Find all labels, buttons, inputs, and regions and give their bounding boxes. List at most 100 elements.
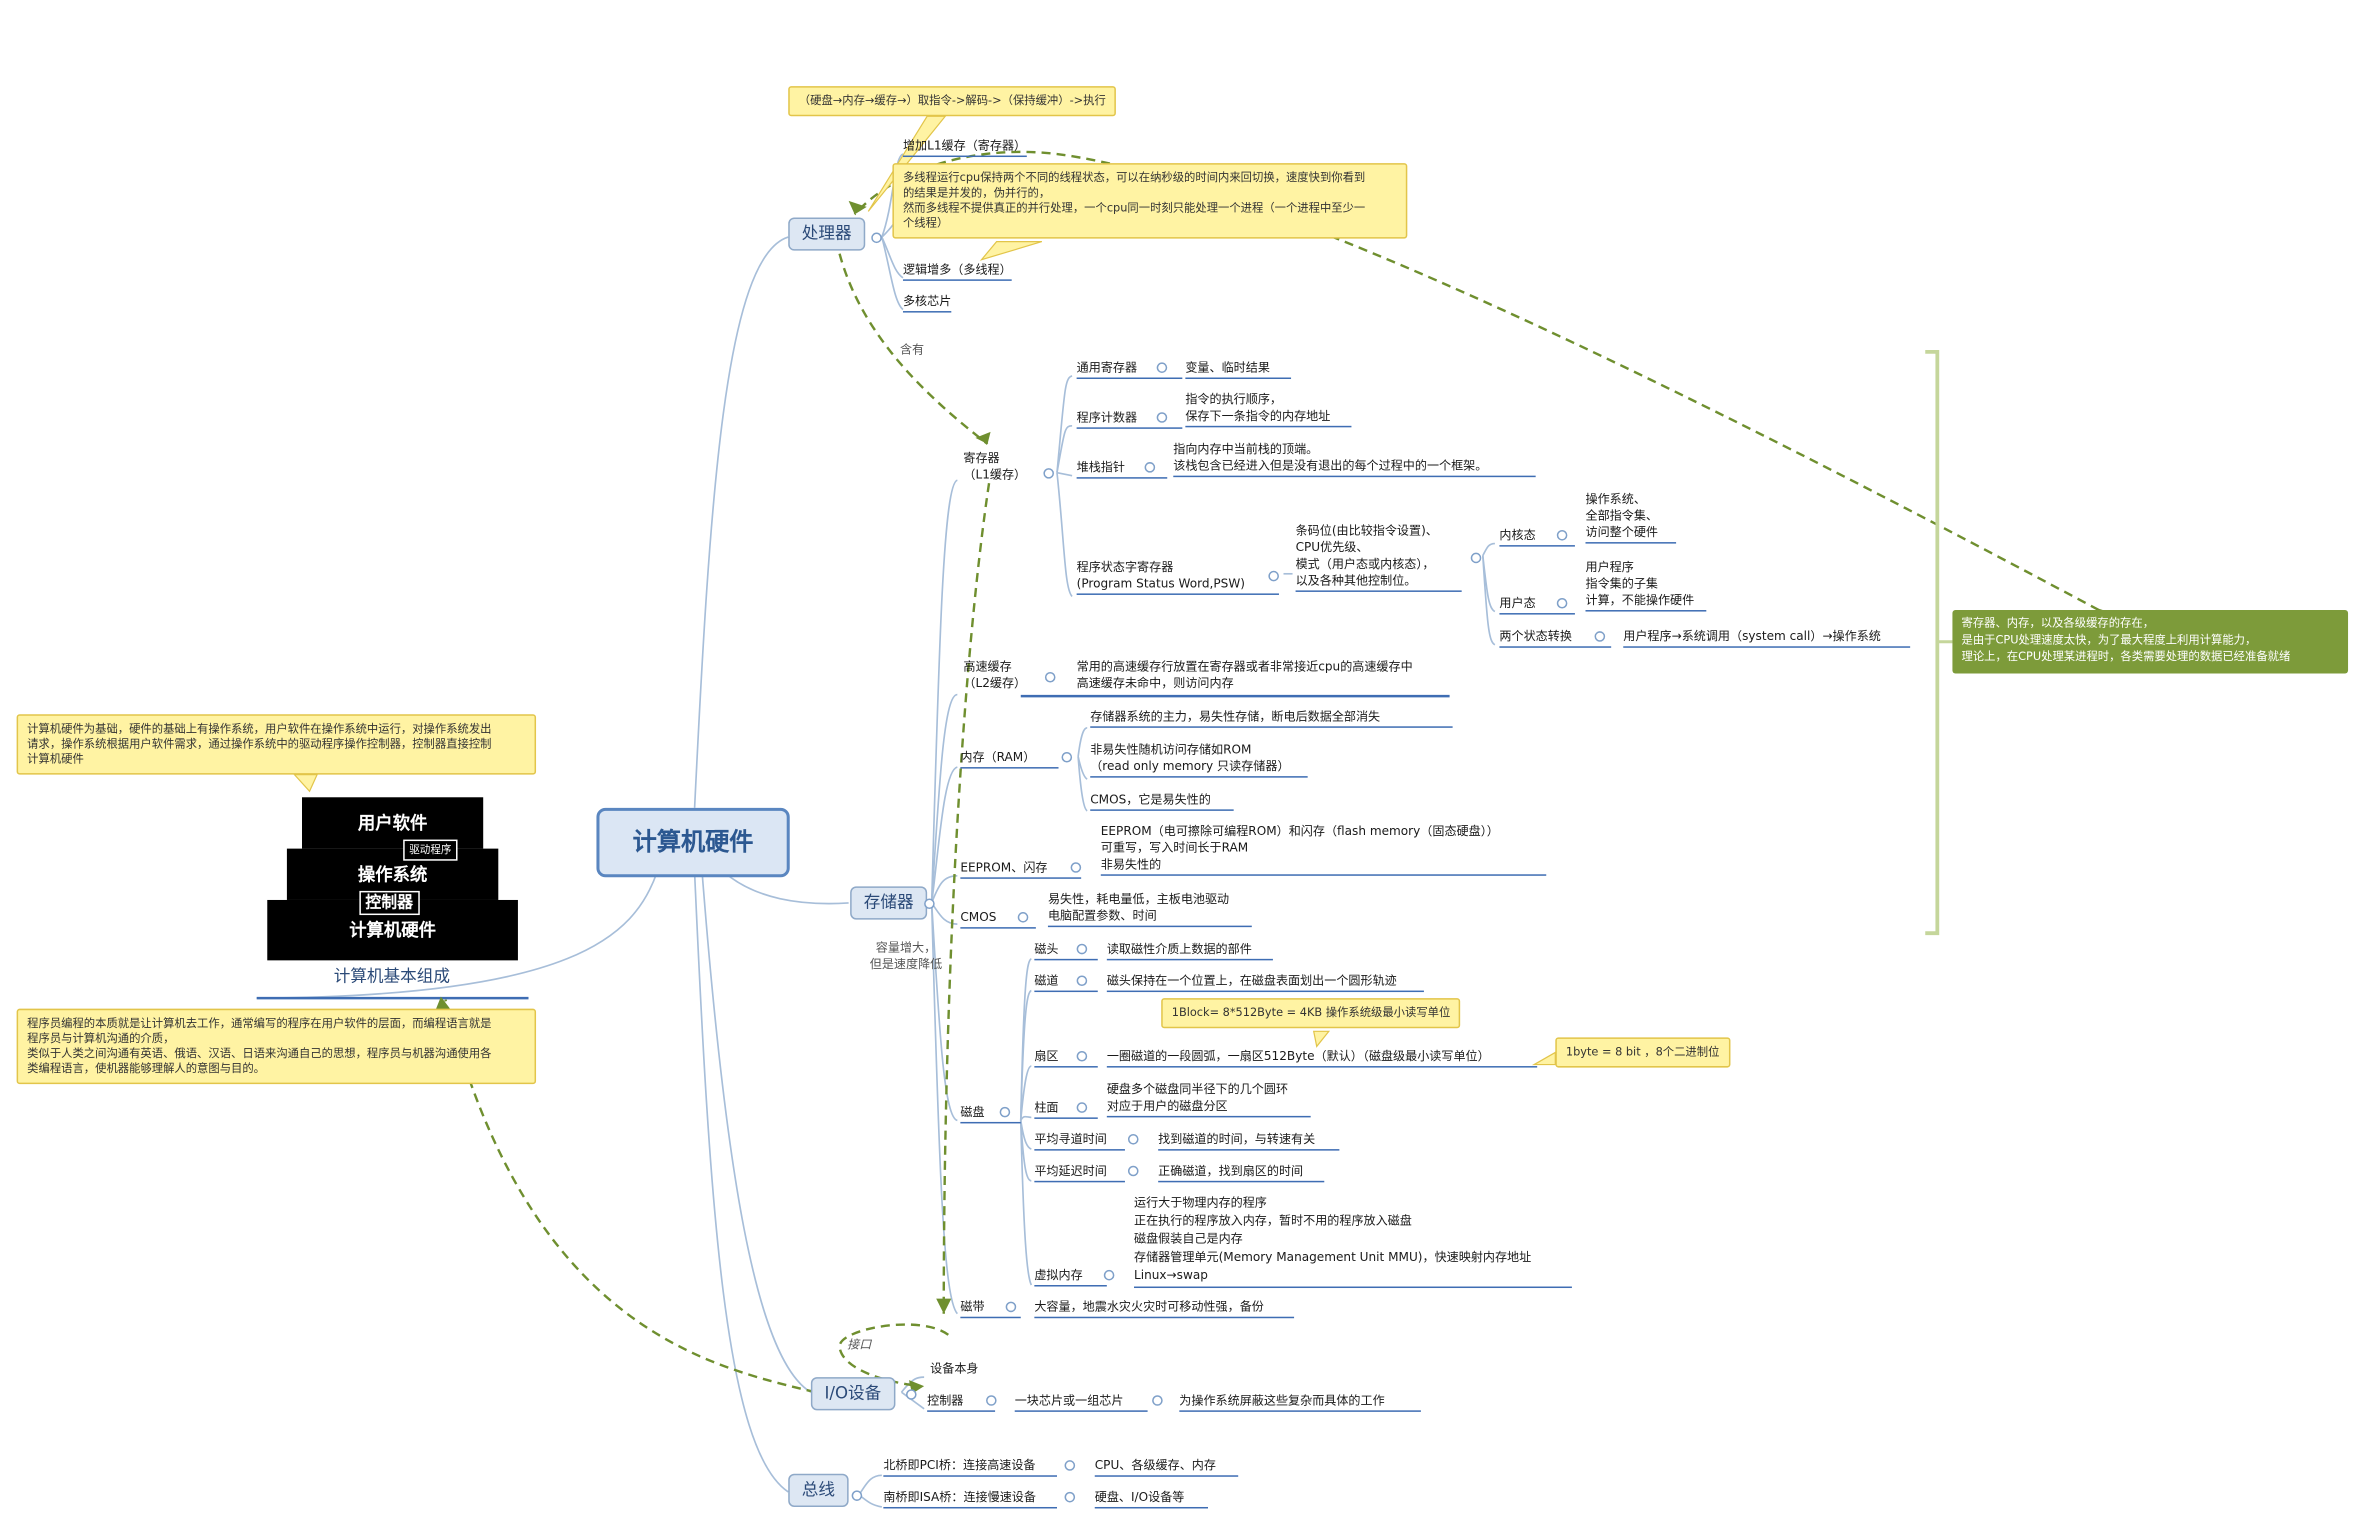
collapse-toggle-latency[interactable] [1127, 1165, 1139, 1177]
disk-vm[interactable]: 虚拟内存 [1034, 1267, 1107, 1287]
pipeline-callout: （硬盘→内存→缓存→）取指令->解码->（保持缓冲）->执行 [788, 86, 1117, 117]
disk-cylinder-desc: 硬盘多个磁盘同半径下的几个圆环 对应于用户的磁盘分区 [1106, 1081, 1311, 1118]
pyramid-hardware-label: 计算机硬件 [349, 919, 437, 941]
byte-callout: 1byte = 8 bit ，8个二进制位 [1555, 1037, 1730, 1068]
collapse-toggle-head[interactable] [1076, 943, 1088, 955]
mode-user[interactable]: 用户态 [1499, 595, 1575, 615]
hardware-os-callout: 计算机硬件为基础，硬件的基础上有操作系统，用户软件在操作系统中运行，对操作系统发… [16, 714, 537, 775]
disk-latency[interactable]: 平均延迟时间 [1034, 1163, 1125, 1183]
pyramid-driver-tag: 驱动程序 [403, 839, 458, 861]
branch-cpu[interactable]: 处理器 [788, 217, 866, 251]
collapse-toggle-cylinder[interactable] [1076, 1102, 1088, 1113]
collapse-toggle-vm[interactable] [1103, 1269, 1115, 1281]
tape-title[interactable]: 磁带 [960, 1299, 1021, 1319]
registers-title[interactable]: 寄存器 （L1缓存） [963, 451, 1027, 482]
register-sp[interactable]: 堆栈指针 [1076, 459, 1168, 479]
io-controller-desc2: 为操作系统屏蔽这些复杂而具体的工作 [1179, 1392, 1421, 1412]
collapse-toggle-psw[interactable] [1268, 570, 1279, 582]
mode-user-desc: 用户程序 指令集的子集 计算，不能操作硬件 [1585, 559, 1707, 612]
collapse-toggle-switch[interactable] [1594, 631, 1606, 642]
register-psw-desc: 条码位(由比较指令设置)、 CPU优先级、 模式（用户态或内核态）， 以及各种其… [1295, 522, 1462, 592]
collapse-toggle-north[interactable] [1064, 1460, 1076, 1471]
disk-sector[interactable]: 扇区 [1034, 1048, 1098, 1068]
collapse-toggle-cpu[interactable] [871, 232, 882, 244]
collapse-toggle-bus[interactable] [851, 1490, 863, 1501]
disk-cylinder[interactable]: 柱面 [1034, 1099, 1098, 1119]
eeprom-title[interactable]: EEPROM、闪存 [960, 859, 1082, 879]
collapse-toggle-sector[interactable] [1076, 1050, 1088, 1062]
collapse-toggle-cache[interactable] [1044, 671, 1056, 683]
cpu-l1-item[interactable]: 增加L1缓存（寄存器） [902, 137, 1027, 158]
pyramid-os-label: 操作系统 [357, 863, 428, 885]
pyramid-controller-tag: 控制器 [359, 890, 420, 916]
multithread-callout: 多线程运行cpu保持两个不同的线程状态，可以在纳秒级的时间内来回切换，速度快到你… [892, 163, 1408, 239]
disk-sector-desc: 一圈磁道的一段圆弧，一扇区512Byte（默认）（磁盘级最小读写单位） [1106, 1048, 1538, 1068]
register-general-desc: 变量、临时结果 [1185, 359, 1292, 380]
mode-switch-desc: 用户程序→系统调用（system call）→操作系统 [1623, 628, 1911, 648]
collapse-toggle-disk[interactable] [999, 1106, 1011, 1118]
mode-switch[interactable]: 两个状态转换 [1499, 628, 1612, 648]
io-controller[interactable]: 控制器 [927, 1392, 996, 1412]
block-callout: 1Block= 8*512Byte = 4KB 操作系统级最小读写单位 [1161, 998, 1461, 1029]
cmos-desc: 易失性，耗电量低，主板电池驱动 电脑配置参数、时间 [1047, 891, 1252, 928]
collapse-toggle-io-controller-desc[interactable] [1152, 1395, 1163, 1406]
disk-vm-desc: 运行大于物理内存的程序 正在执行的程序放入内存，暂时不用的程序放入磁盘 磁盘假装… [1134, 1194, 1572, 1289]
collapse-toggle-seek[interactable] [1127, 1134, 1139, 1145]
branch-bus[interactable]: 总线 [788, 1473, 849, 1507]
cpu-logic-item[interactable]: 逻辑增多（多线程） [902, 261, 1012, 281]
disk-latency-desc: 正确磁道，找到扇区的时间 [1158, 1163, 1325, 1183]
register-pc[interactable]: 程序计数器 [1076, 409, 1183, 429]
mode-kernel-desc: 操作系统、 全部指令集、 访问整个硬件 [1585, 491, 1677, 544]
cpu-multicore-item[interactable]: 多核芯片 [902, 293, 952, 313]
link-label-contains: 含有 [899, 342, 925, 357]
register-note-box: 寄存器、内存，以及各级缓存的存在， 是由于CPU处理速度太快，为了最大程度上利用… [1952, 610, 2349, 674]
collapse-toggle-track[interactable] [1076, 975, 1088, 987]
disk-seek-desc: 找到磁道的时间，与转速有关 [1158, 1131, 1340, 1151]
collapse-toggle-io[interactable] [906, 1389, 917, 1400]
branch-storage[interactable]: 存储器 [850, 886, 928, 920]
disk-seek[interactable]: 平均寻道时间 [1034, 1131, 1125, 1151]
io-controller-desc: 一块芯片或一组芯片 [1014, 1392, 1148, 1412]
disk-head[interactable]: 磁头 [1034, 941, 1098, 961]
bus-south[interactable]: 南桥即ISA桥：连接慢速设备 [883, 1489, 1057, 1509]
io-device[interactable]: 设备本身 [930, 1362, 979, 1376]
collapse-toggle-kernel[interactable] [1556, 530, 1568, 541]
register-psw[interactable]: 程序状态字寄存器 (Program Status Word,PSW) [1076, 559, 1279, 595]
central-topic[interactable]: 计算机硬件 [596, 807, 790, 878]
collapse-toggle-south[interactable] [1064, 1491, 1076, 1503]
bus-south-desc: 硬盘、I/O设备等 [1094, 1489, 1208, 1509]
bus-north[interactable]: 北桥即PCI桥：连接高速设备 [883, 1457, 1057, 1477]
collapse-toggle-cmos[interactable] [1017, 912, 1029, 923]
collapse-toggle-sp[interactable] [1144, 462, 1156, 473]
branch-io[interactable]: I/O设备 [810, 1377, 895, 1411]
collapse-toggle-registers[interactable] [1043, 468, 1054, 479]
collapse-toggle-psw-desc[interactable] [1470, 552, 1482, 564]
ram-item-a: 存储器系统的主力，易失性存储，断电后数据全部消失 [1090, 708, 1453, 728]
register-general[interactable]: 通用寄存器 [1076, 359, 1183, 380]
collapse-toggle-tape[interactable] [1005, 1301, 1017, 1313]
pyramid-caption: 计算机基本组成 [333, 966, 450, 987]
collapse-toggle-pc[interactable] [1156, 412, 1168, 423]
collapse-toggle-ram[interactable] [1061, 751, 1073, 763]
collapse-toggle-io-controller[interactable] [986, 1395, 997, 1406]
disk-track[interactable]: 磁道 [1034, 972, 1098, 993]
collapse-toggle-general[interactable] [1156, 362, 1168, 373]
disk-track-desc: 磁头保持在一个位置上，在磁盘表面划出一个圆形轨迹 [1106, 972, 1424, 993]
collapse-toggle-storage[interactable] [924, 898, 935, 910]
bus-north-desc: CPU、各级缓存、内存 [1094, 1457, 1239, 1477]
tape-desc: 大容量，地震水灾火灾时可移动性强，备份 [1034, 1299, 1295, 1319]
disk-title[interactable]: 磁盘 [960, 1104, 1021, 1124]
collapse-toggle-eeprom[interactable] [1070, 862, 1082, 873]
ram-item-c: CMOS，它是易失性的 [1090, 791, 1234, 811]
cache-title[interactable]: 高速缓存 （L2缓存） [963, 659, 1027, 691]
disk-head-desc: 读取磁性介质上数据的部件 [1106, 941, 1273, 961]
cmos-title[interactable]: CMOS [960, 909, 1036, 929]
ram-title[interactable]: 内存（RAM） [960, 749, 1059, 769]
cache-desc: 常用的高速缓存行放置在寄存器或者非常接近cpu的高速缓存中 高速缓存未命中，则访… [1076, 659, 1413, 691]
register-sp-desc: 指向内存中当前栈的顶端。 该栈包含已经进入但是没有退出的每个过程中的一个框架。 [1173, 441, 1536, 478]
collapse-toggle-user[interactable] [1556, 597, 1568, 609]
mode-kernel[interactable]: 内核态 [1499, 527, 1575, 547]
register-pc-desc: 指令的执行顺序， 保存下一条指令的内存地址 [1185, 391, 1352, 428]
